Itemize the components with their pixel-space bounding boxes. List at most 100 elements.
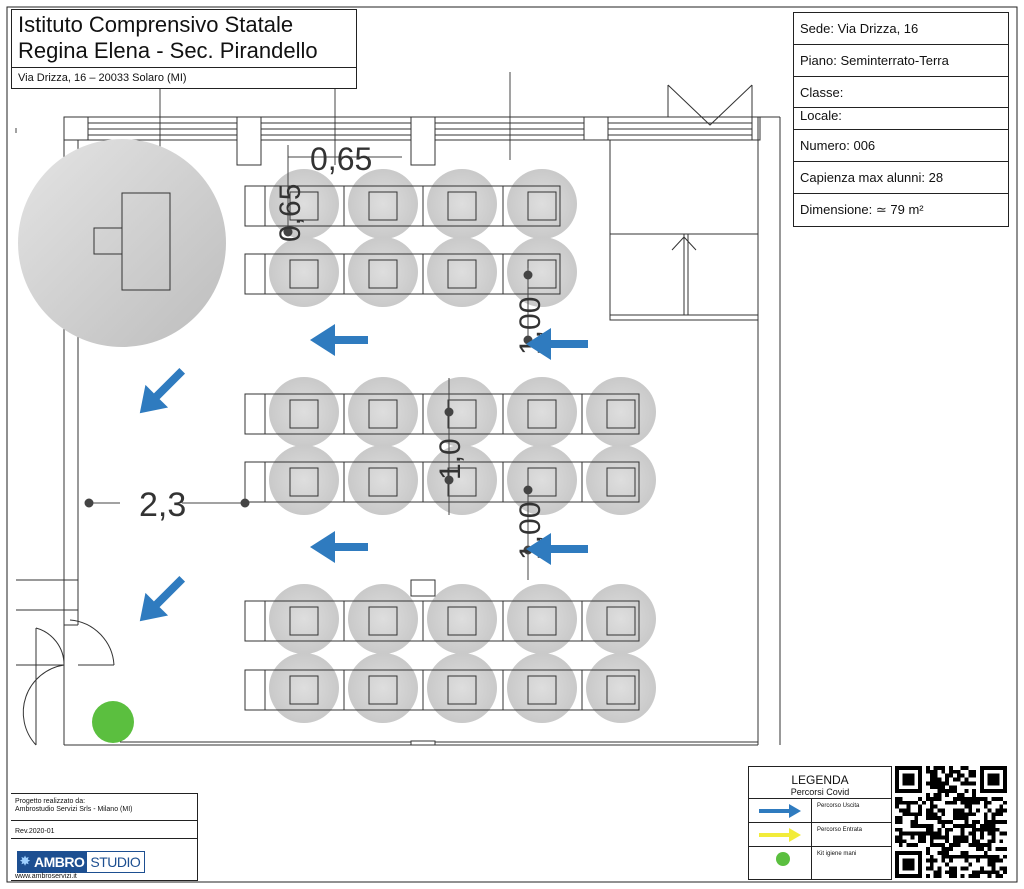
distance-circle: [427, 237, 497, 307]
exit-arrow-icon: [759, 804, 801, 818]
student-chair: [368, 467, 398, 497]
entry-arrow-icon: [759, 828, 801, 842]
student-chair: [527, 606, 557, 636]
credits-rev: Rev.2020-01: [15, 828, 55, 835]
student-chair: [606, 675, 636, 705]
exit-arrow-icon: [310, 531, 368, 563]
title-block: Istituto Comprensivo Statale Regina Elen…: [11, 9, 357, 89]
legend-row-kit: Kit igiene mani: [749, 846, 891, 879]
exit-arrows: [139, 324, 588, 622]
student-chair: [289, 399, 319, 429]
dimension-lines: [84, 145, 533, 597]
qr-code-icon: [895, 766, 1007, 878]
distance-circle: [507, 169, 577, 239]
student-chair: [527, 675, 557, 705]
desk-row: [244, 461, 640, 503]
walls: [16, 84, 781, 746]
dim-top-horizontal: 0,65: [310, 141, 372, 177]
distance-circle: [507, 584, 577, 654]
distance-circle: [348, 653, 418, 723]
distance-circle: [427, 169, 497, 239]
student-chair: [368, 606, 398, 636]
distance-circle: [348, 169, 418, 239]
exit-arrow-icon: [139, 575, 186, 622]
student-chair: [289, 467, 319, 497]
student-chair: [368, 399, 398, 429]
legend: LEGENDA Percorsi Covid Percorso Uscita P…: [748, 766, 892, 880]
student-chair: [447, 606, 477, 636]
info-numero: Numero: 006: [794, 130, 1008, 162]
credits-website: www.ambroservizi.it: [15, 873, 77, 880]
logo-text-a: AMBRO: [34, 854, 85, 870]
exit-arrow-icon: [526, 328, 588, 360]
student-chair: [289, 259, 319, 289]
legend-row-exit: Percorso Uscita: [749, 798, 891, 823]
student-chair: [606, 606, 636, 636]
exit-arrow-icon: [310, 324, 368, 356]
student-chair: [368, 191, 398, 221]
student-chair: [527, 191, 557, 221]
legend-exit-label: Percorso Uscita: [817, 803, 860, 809]
distance-circle: [507, 377, 577, 447]
student-chair: [447, 191, 477, 221]
student-chair: [368, 259, 398, 289]
legend-row-entry: Percorso Entrata: [749, 822, 891, 847]
star-icon: ✸: [20, 854, 30, 868]
distance-circle: [348, 445, 418, 515]
desk-row: [244, 669, 640, 711]
distance-circle: [269, 377, 339, 447]
student-desks: [244, 169, 656, 723]
distance-circle: [269, 584, 339, 654]
legend-entry-label: Percorso Entrata: [817, 827, 863, 833]
green-dot-icon: [776, 852, 790, 866]
legend-title: LEGENDA: [791, 773, 849, 787]
distance-circle: [427, 584, 497, 654]
distance-circle: [348, 584, 418, 654]
dim-top-vertical: 0,65: [274, 184, 307, 242]
distance-circle: [269, 653, 339, 723]
credits-block: Progetto realizzato da: Ambrostudio Serv…: [11, 793, 198, 881]
student-chair: [289, 191, 319, 221]
school-name-line1: Istituto Comprensivo Statale: [18, 12, 294, 37]
info-piano: Piano: Seminterrato-Terra: [794, 45, 1008, 77]
distance-circle: [507, 653, 577, 723]
distance-circle: [269, 237, 339, 307]
info-classe: Classe:: [794, 77, 1008, 108]
distance-circle: [586, 445, 656, 515]
student-chair: [527, 399, 557, 429]
dim-center: 1,0: [434, 438, 467, 480]
info-locale: Locale:: [794, 108, 1008, 130]
distance-circle: [586, 653, 656, 723]
student-chair: [606, 399, 636, 429]
distance-circle: [427, 653, 497, 723]
info-capienza: Capienza max alunni: 28: [794, 162, 1008, 194]
distance-circle: [586, 584, 656, 654]
student-chair: [447, 259, 477, 289]
student-chair: [606, 467, 636, 497]
legend-kit-label: Kit igiene mani: [817, 851, 857, 857]
credits-line1: Progetto realizzato da:: [15, 798, 86, 805]
distance-circle: [507, 237, 577, 307]
exit-arrow-icon: [139, 367, 186, 414]
legend-subtitle: Percorsi Covid: [790, 787, 850, 797]
logo-text-b: STUDIO: [90, 854, 141, 870]
distance-circle: [348, 377, 418, 447]
ambrostudio-logo: ✸ AMBRO STUDIO: [17, 851, 145, 873]
info-dimensione: Dimensione: ≃ 79 m²: [800, 202, 924, 217]
student-chair: [289, 606, 319, 636]
school-name-line2: Regina Elena - Sec. Pirandello: [18, 38, 318, 63]
school-address: Via Drizza, 16 – 20033 Solaro (MI): [18, 72, 187, 84]
exit-arrow-icon: [526, 533, 588, 565]
room-info-table: Sede: Via Drizza, 16 Piano: Seminterrato…: [793, 12, 1009, 227]
desk-row: [244, 253, 561, 295]
info-sede: Sede: Via Drizza, 16: [794, 13, 1008, 45]
student-chair: [447, 675, 477, 705]
dim-left-distance: 2,3: [139, 486, 186, 524]
student-chair: [368, 675, 398, 705]
student-chair: [289, 675, 319, 705]
credits-line2: Ambrostudio Servizi Srls - Milano (MI): [15, 806, 133, 813]
teacher-desk: [18, 139, 226, 347]
desk-row: [244, 185, 561, 227]
distance-circle: [427, 377, 497, 447]
